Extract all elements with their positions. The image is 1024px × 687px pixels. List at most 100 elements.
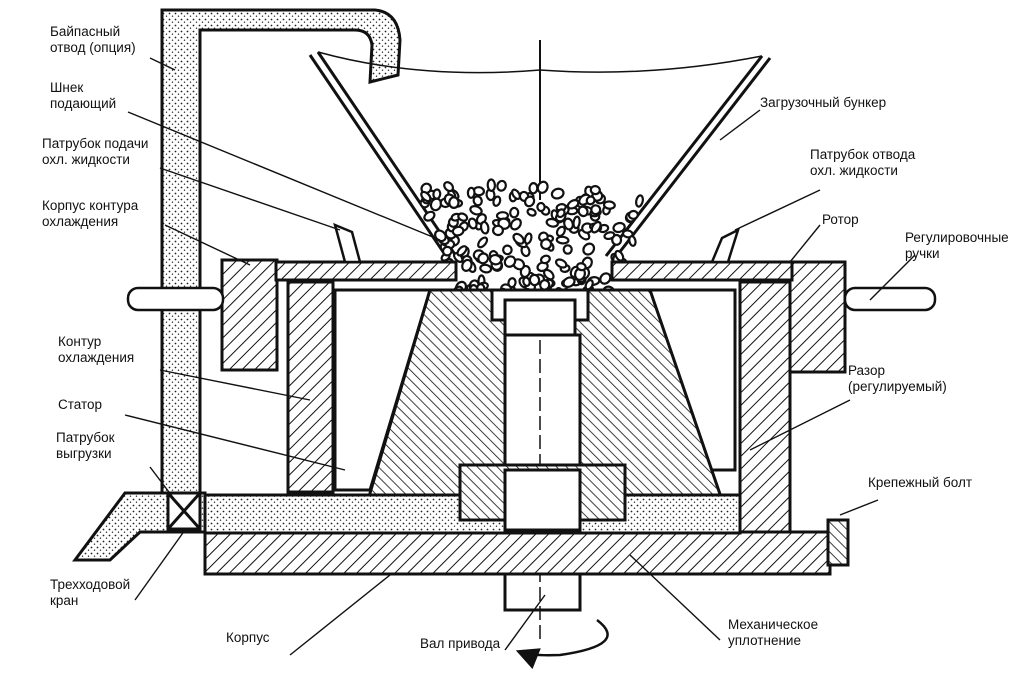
- granule: [472, 195, 483, 207]
- granule: [467, 217, 478, 230]
- label-line: подающий: [50, 96, 117, 111]
- granule: [466, 186, 476, 199]
- granule: [545, 217, 560, 228]
- granule: [496, 179, 507, 192]
- granule: [555, 225, 566, 238]
- label-line: охл. жидкости: [42, 152, 130, 167]
- label-line: выгрузки: [56, 446, 112, 461]
- granule: [503, 255, 517, 268]
- granule: [611, 233, 623, 246]
- granule: [509, 217, 522, 231]
- bypass-pipe: [160, 8, 402, 502]
- granule: [576, 262, 587, 272]
- granule: [461, 258, 473, 272]
- granule: [441, 245, 453, 257]
- granule: [469, 205, 483, 216]
- granule: [420, 190, 432, 203]
- granule: [536, 201, 546, 213]
- coolant-nozzles: [333, 222, 741, 264]
- label-line: кран: [50, 593, 79, 608]
- rotor: [365, 288, 725, 502]
- granule: [456, 245, 468, 257]
- granule: [528, 273, 541, 287]
- granule: [585, 195, 596, 206]
- label-shaft: Вал привода: [420, 636, 500, 652]
- hopper: [308, 40, 772, 263]
- label-line: Трехходовой: [50, 577, 131, 592]
- rotation-arrow: [515, 619, 609, 670]
- label-line: Ротор: [822, 212, 859, 227]
- label-line: Регулировочные: [905, 230, 1009, 245]
- label-hopper: Загрузочный бункер: [760, 95, 886, 111]
- granule: [432, 188, 442, 200]
- granule: [562, 244, 573, 255]
- granule: [572, 215, 581, 230]
- label-bolt: Крепежный болт: [868, 475, 972, 491]
- granule: [536, 180, 549, 194]
- granule: [443, 181, 455, 193]
- label-line: охлаждения: [58, 350, 135, 365]
- granule: [512, 232, 525, 245]
- granule: [603, 231, 616, 241]
- adjustment-handles: [126, 286, 937, 312]
- granule: [602, 200, 616, 210]
- granule: [539, 254, 551, 265]
- granule: [550, 187, 565, 200]
- granule: [509, 206, 520, 219]
- label-line: охл. жидкости: [810, 163, 898, 178]
- granule: [540, 238, 553, 251]
- label-rotor: Ротор: [822, 212, 859, 228]
- label-line: Байпасный: [50, 24, 121, 39]
- label-line: Механическое: [728, 617, 819, 632]
- label-line: ручки: [905, 246, 940, 261]
- granule: [528, 182, 539, 195]
- granule: [635, 194, 644, 208]
- granule: [526, 207, 537, 217]
- granule: [614, 249, 625, 262]
- granule: [477, 252, 490, 265]
- granule: [502, 244, 513, 256]
- label-line: Патрубок: [56, 430, 115, 445]
- granule: [479, 220, 490, 235]
- label-housing: Корпус: [226, 630, 270, 646]
- label-line: Вал привода: [420, 636, 501, 651]
- granule: [566, 199, 580, 210]
- granule: [523, 195, 536, 208]
- label-line: Загрузочный бункер: [760, 95, 887, 110]
- leader-lines: [124, 57, 916, 656]
- label-line: (регулируемый): [848, 379, 947, 394]
- granule: [423, 210, 436, 222]
- label-line: Корпус: [226, 630, 270, 645]
- granule: [448, 196, 460, 210]
- label-line: отвод (опция): [50, 40, 136, 55]
- granule: [590, 204, 602, 216]
- discharge-spout: [72, 491, 207, 562]
- granule: [511, 188, 521, 201]
- granule: [590, 220, 602, 234]
- granule: [582, 242, 596, 256]
- label-line: Патрубок отвода: [810, 147, 916, 162]
- granule: [556, 208, 566, 219]
- granule: [627, 209, 639, 220]
- granule: [488, 253, 503, 266]
- label-stator: Статор: [58, 397, 102, 413]
- label-line: Патрубок подачи: [42, 136, 149, 151]
- label-gap: Разор(регулируемый): [848, 363, 947, 395]
- granule: [492, 224, 504, 237]
- base-plate: [203, 463, 850, 576]
- granule: [562, 276, 576, 289]
- granule: [612, 221, 626, 234]
- granule: [523, 232, 533, 245]
- granule: [554, 258, 568, 269]
- granule: [492, 195, 502, 207]
- granule: [628, 235, 637, 247]
- granule: [555, 235, 570, 245]
